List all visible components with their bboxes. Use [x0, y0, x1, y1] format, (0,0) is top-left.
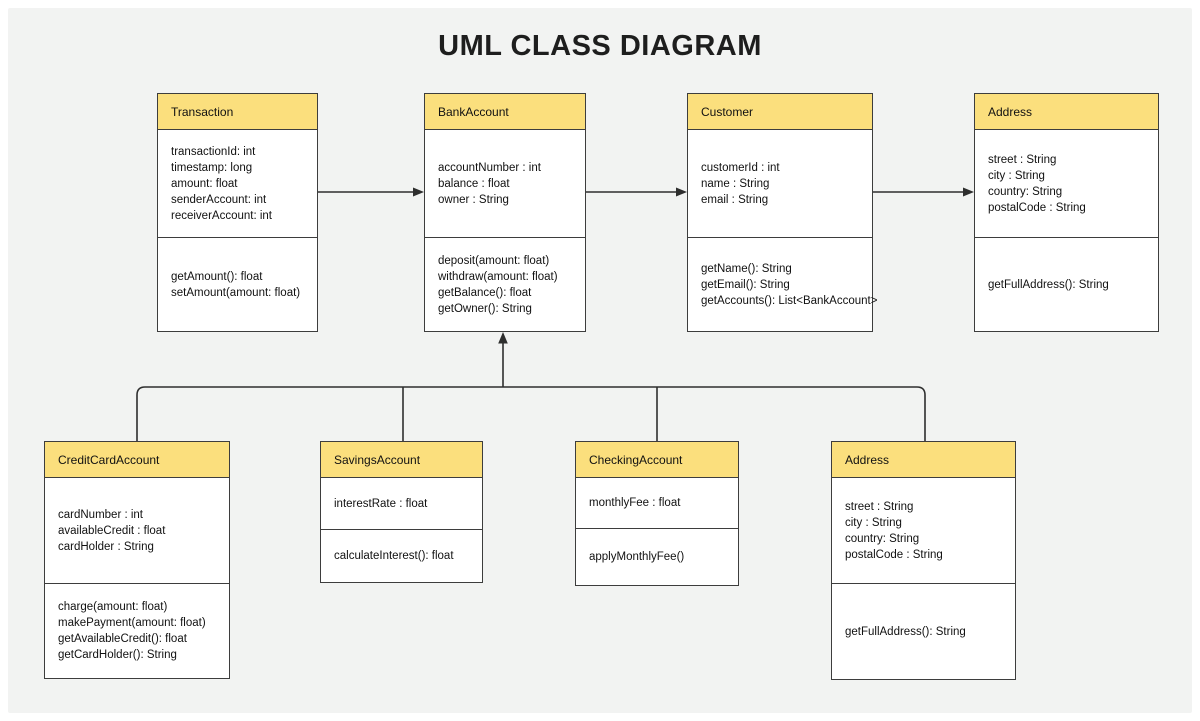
- member-line: postalCode : String: [845, 548, 943, 561]
- class-title: SavingsAccount: [321, 442, 482, 478]
- class-title: Address: [832, 442, 1015, 478]
- class-title: CheckingAccount: [576, 442, 738, 478]
- member-line: getEmail(): String: [701, 278, 790, 291]
- member-line: timestamp: long: [171, 161, 253, 174]
- diagram-title: UML CLASS DIAGRAM: [438, 30, 762, 62]
- member-line: street : String: [845, 500, 914, 513]
- arrowhead-right-icon: [676, 187, 687, 197]
- class-methods: getFullAddress(): String: [975, 238, 1158, 331]
- class-methods: calculateInterest(): float: [321, 530, 482, 582]
- member-line: availableCredit : float: [58, 524, 166, 537]
- member-line: getAmount(): float: [171, 270, 263, 283]
- class-attributes: interestRate : float: [321, 478, 482, 530]
- class-bankaccount: BankAccount accountNumber : int balance :…: [424, 93, 586, 332]
- member-line: receiverAccount: int: [171, 209, 272, 222]
- class-creditcardaccount: CreditCardAccount cardNumber : int availa…: [44, 441, 230, 679]
- class-methods: charge(amount: float) makePayment(amount:…: [45, 584, 229, 678]
- member-line: postalCode : String: [988, 201, 1086, 214]
- class-attributes: cardNumber : int availableCredit : float c…: [45, 478, 229, 584]
- member-line: getName(): String: [701, 262, 792, 275]
- member-line: getFullAddress(): String: [988, 278, 1109, 291]
- class-attributes: monthlyFee : float: [576, 478, 738, 529]
- member-line: deposit(amount: float): [438, 254, 550, 267]
- member-line: monthlyFee : float: [589, 497, 681, 509]
- class-methods: applyMonthlyFee(): [576, 529, 738, 585]
- class-savingsaccount: SavingsAccount interestRate : float calc…: [320, 441, 483, 583]
- class-title: Customer: [688, 94, 872, 130]
- member-line: getAvailableCredit(): float: [58, 633, 187, 645]
- class-attributes: transactionId: int timestamp: long amount:…: [158, 130, 317, 238]
- class-attributes: customerId : int name : String email : Str…: [688, 130, 872, 238]
- member-line: cardHolder : String: [58, 540, 154, 553]
- member-line: transactionId: int: [171, 145, 256, 158]
- class-methods: getAmount(): float setAmount(amount: floa…: [158, 238, 317, 331]
- member-line: amount: float: [171, 177, 238, 190]
- class-attributes: street : String city : String country: Str…: [832, 478, 1015, 584]
- member-line: country: String: [845, 532, 920, 545]
- member-line: getOwner(): String: [438, 302, 532, 315]
- class-address-bottom: Address street : String city : String coun…: [831, 441, 1016, 680]
- class-customer: Customer customerId : int name : String em…: [687, 93, 878, 332]
- member-line: owner : String: [438, 193, 509, 206]
- arrowhead-right-icon: [963, 187, 974, 197]
- member-line: charge(amount: float): [58, 601, 168, 613]
- class-methods: deposit(amount: float) withdraw(amount: f…: [425, 238, 585, 331]
- class-title: Address: [975, 94, 1158, 130]
- member-line: city : String: [988, 169, 1045, 182]
- member-line: city : String: [845, 516, 902, 529]
- class-title: CreditCardAccount: [45, 442, 229, 478]
- class-title: BankAccount: [425, 94, 585, 130]
- member-line: getCardHolder(): String: [58, 649, 177, 661]
- member-line: accountNumber : int: [438, 161, 541, 174]
- member-line: withdraw(amount: float): [438, 270, 558, 283]
- class-methods: getName(): String getEmail(): String getAc…: [688, 238, 878, 331]
- member-line: customerId : int: [701, 161, 780, 174]
- member-line: balance : float: [438, 177, 510, 190]
- member-line: calculateInterest(): float: [334, 550, 454, 562]
- class-title: Transaction: [158, 94, 317, 130]
- member-line: interestRate : float: [334, 497, 428, 510]
- member-line: applyMonthlyFee(): [589, 551, 685, 563]
- member-line: email : String: [701, 193, 769, 206]
- class-address-top: Address street : String city : String coun…: [974, 93, 1159, 332]
- arrowhead-right-icon: [413, 187, 424, 197]
- member-line: street : String: [988, 153, 1057, 166]
- member-line: cardNumber : int: [58, 508, 144, 521]
- class-attributes: accountNumber : int balance : float owner …: [425, 130, 585, 238]
- class-attributes: street : String city : String country: Str…: [975, 130, 1158, 238]
- member-line: name : String: [701, 177, 770, 190]
- member-line: senderAccount: int: [171, 193, 267, 206]
- class-checkingaccount: CheckingAccount monthlyFee : float apply…: [575, 441, 739, 586]
- member-line: getBalance(): float: [438, 286, 532, 299]
- arrowhead-up-icon: [498, 332, 508, 344]
- class-transaction: Transaction transactionId: int timestamp:…: [157, 93, 318, 332]
- member-line: getAccounts(): List<BankAccount>: [701, 294, 878, 307]
- member-line: country: String: [988, 185, 1063, 198]
- member-line: setAmount(amount: float): [171, 286, 301, 299]
- generalization-bar: [136, 386, 926, 441]
- member-line: getFullAddress(): String: [845, 625, 966, 638]
- class-methods: getFullAddress(): String: [832, 584, 1015, 679]
- member-line: makePayment(amount: float): [58, 617, 206, 629]
